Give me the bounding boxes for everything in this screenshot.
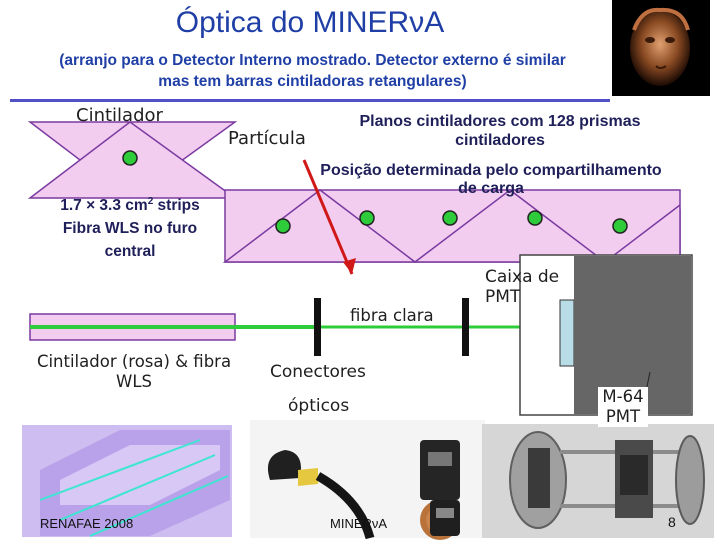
label-cintilador: Cintilador [76,105,163,126]
label-posicao-line-1: Posição determinada pelo compartilhament… [320,162,662,179]
label-caixa-line-2: PMT [485,287,521,307]
label-posicao-line-2: de carga [458,180,524,197]
subtitle-line-2: mas tem barras cintiladoras retangulares… [158,73,467,90]
fiber-dot-1 [275,218,291,234]
connector-left [314,298,321,356]
label-strips: 1.7 × 3.3 cm2 strips [40,190,220,217]
pmt-window [559,299,575,367]
photo-scintillator-prisms [22,425,232,537]
label-caixa-line-1: Caixa de [485,267,560,287]
footer-conference: RENAFAE 2008 [40,516,134,531]
strips-suffix: strips [153,197,200,215]
label-planos: Planos cintiladores com 128 prismas cint… [330,112,670,150]
fiber-dot-large [122,150,138,166]
label-strips-block: 1.7 × 3.3 cm2 strips Fibra WLS no furo c… [40,190,220,263]
label-cintilador-rosa-line-1: Cintilador (rosa) & fibra [36,352,232,371]
label-m64-pmt: M-64 PMT [598,387,648,427]
fiber-dot-3 [442,210,458,226]
label-fibra-wls-line-2: central [104,243,156,261]
label-m64-line-2: PMT [605,407,641,426]
footer-page-number: 8 [668,514,676,530]
prism-row-zigzag [224,189,681,263]
fiber-dot-5 [612,218,628,234]
fiber-dot-4 [527,210,543,226]
photo-m64-pmt [482,424,714,538]
label-posicao: Posição determinada pelo compartilhament… [296,162,686,198]
label-planos-line-1: Planos cintiladores com 128 prismas [359,113,641,130]
label-caixa-pmt: Caixa de PMT [485,267,559,307]
label-fibra-wls-line-1: Fibra WLS no furo [62,220,198,238]
subtitle-line-1: (arranjo para o Detector Interno mostrad… [59,52,566,69]
particle-arrow-line [302,159,354,275]
sculpture-head-photo [612,0,710,96]
label-cintilador-rosa: Cintilador (rosa) & fibra WLS [28,352,240,392]
label-planos-line-2: cintiladores [455,132,545,149]
strips-exponent: 2 [147,196,154,207]
label-conectores: Conectores [270,362,366,382]
particle-arrow-head [343,258,356,274]
slide-subtitle: (arranjo para o Detector Interno mostrad… [10,50,615,92]
label-m64-line-1: M-64 [602,387,644,406]
connector-right [462,298,469,356]
strips-dimensions: 1.7 × 3.3 cm [60,197,148,215]
title-rule [10,99,610,102]
footer-experiment: MINERνA [330,516,388,531]
label-fibra-clara: fibra clara [350,306,434,325]
label-cintilador-rosa-line-2: WLS [116,372,152,391]
photo-optical-connectors [250,420,485,540]
label-opticos: ópticos [288,396,350,416]
fiber-dot-2 [359,210,375,226]
label-particula: Partícula [228,128,306,149]
slide-title: Óptica do MINERνA [175,6,445,39]
prism-row-band [224,189,681,263]
